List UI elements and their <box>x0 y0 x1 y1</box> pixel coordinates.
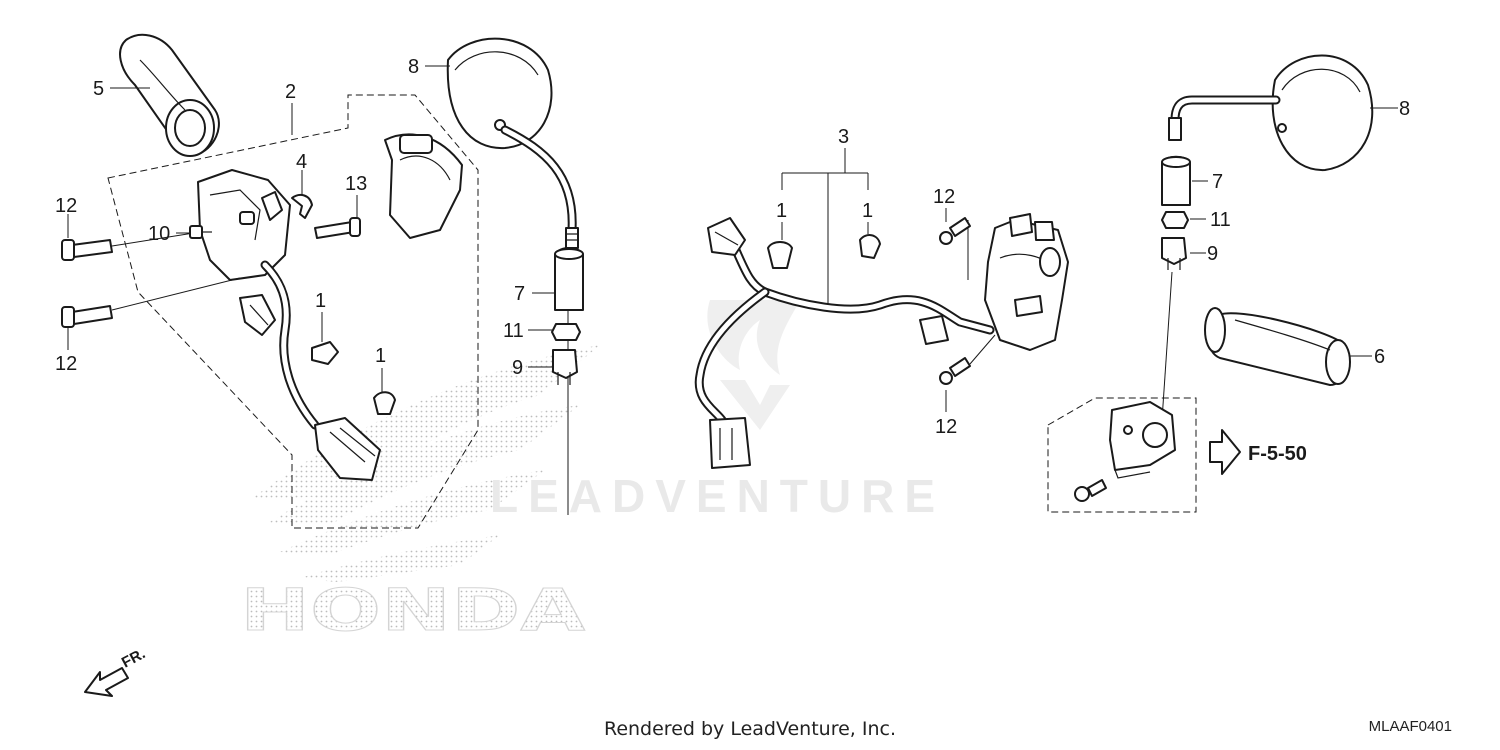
screw-12-upper <box>61 239 113 261</box>
left-harness-clip <box>239 294 276 336</box>
diagram-code: MLAAF0401 <box>1368 718 1452 735</box>
screw-12-lower-axis <box>969 334 996 365</box>
callout-12d: 12 <box>935 416 957 438</box>
callout-12a: 12 <box>55 195 77 217</box>
left-harness <box>260 260 320 430</box>
left-switch-housing <box>197 169 291 281</box>
leadventure-logo-watermark <box>707 300 800 430</box>
callout-1a: 1 <box>315 290 326 312</box>
clip-1-left-upper <box>311 341 339 365</box>
leader-12-upper-axis <box>111 231 201 247</box>
callout-4: 4 <box>296 151 307 173</box>
right-mirror <box>1168 54 1374 172</box>
leader-12-lower-axis <box>111 277 241 311</box>
callout-3: 3 <box>838 126 849 148</box>
callout-7b: 7 <box>1212 171 1223 193</box>
callout-8b: 8 <box>1399 98 1410 120</box>
adapter-9-left <box>552 349 578 385</box>
mirror-cover-7-right <box>1161 155 1191 206</box>
callout-1c: 1 <box>776 200 787 222</box>
leadventure-watermark: LEADVENTURE <box>490 470 945 522</box>
callout-9b: 9 <box>1207 243 1218 265</box>
center-connector-bottom <box>709 417 751 469</box>
clip-1-left-lower <box>373 391 396 415</box>
screw-12-center-upper <box>939 217 971 245</box>
nut-11-left <box>551 323 581 341</box>
clamp-reference-box <box>1047 397 1197 513</box>
adapter-9-right <box>1161 237 1187 270</box>
screw-12-center-lower <box>939 357 971 385</box>
center-mid-connector <box>919 315 949 345</box>
front-arrow-icon <box>84 667 129 697</box>
callout-12b: 12 <box>55 353 77 375</box>
callout-labels: 1 1 1 1 2 3 4 5 6 7 7 8 8 9 9 10 11 11 1… <box>55 56 1410 438</box>
clamp-screw <box>1074 479 1107 502</box>
callout-2: 2 <box>285 81 296 103</box>
right-switch-housing <box>984 213 1069 351</box>
left-mirror <box>446 37 579 249</box>
callout-7a: 7 <box>514 283 525 305</box>
honda-watermark-text: HONDA <box>240 576 585 644</box>
switch-assembly-outline <box>107 94 479 529</box>
bracket-3 <box>781 148 869 305</box>
left-harness-connector <box>314 417 381 481</box>
nut-11-right <box>1161 211 1189 229</box>
mirror-cover-7-left <box>554 247 584 311</box>
screw-13 <box>314 217 361 239</box>
left-grip <box>119 33 220 157</box>
callout-10: 10 <box>148 223 170 245</box>
callout-8a: 8 <box>408 56 419 78</box>
callout-11b: 11 <box>1210 209 1231 231</box>
screw-10 <box>189 225 212 239</box>
callout-13: 13 <box>345 173 367 195</box>
callout-12c: 12 <box>933 186 955 208</box>
switch-housing-rear <box>384 133 463 239</box>
right-grip <box>1204 307 1351 386</box>
callout-11a: 11 <box>503 320 524 342</box>
clamp-bracket <box>1109 401 1176 479</box>
front-label: FR. <box>119 645 148 671</box>
reference-arrow-icon <box>1209 429 1241 475</box>
rendered-by-credit: Rendered by LeadVenture, Inc. <box>603 718 897 740</box>
callout-5: 5 <box>93 78 104 100</box>
reference-label: F-5-50 <box>1248 443 1307 465</box>
screw-12-lower <box>61 305 113 328</box>
callout-6: 6 <box>1374 346 1385 368</box>
mirror-right-axis <box>1161 271 1173 421</box>
clip-4 <box>291 193 313 219</box>
clip-1-center-right <box>859 234 881 259</box>
callout-1b: 1 <box>375 345 386 367</box>
center-connector-top <box>707 217 746 256</box>
clip-1-center-left <box>767 241 793 269</box>
honda-wing-watermark <box>250 345 600 582</box>
callout-9a: 9 <box>512 357 523 379</box>
callout-1d: 1 <box>862 200 873 222</box>
